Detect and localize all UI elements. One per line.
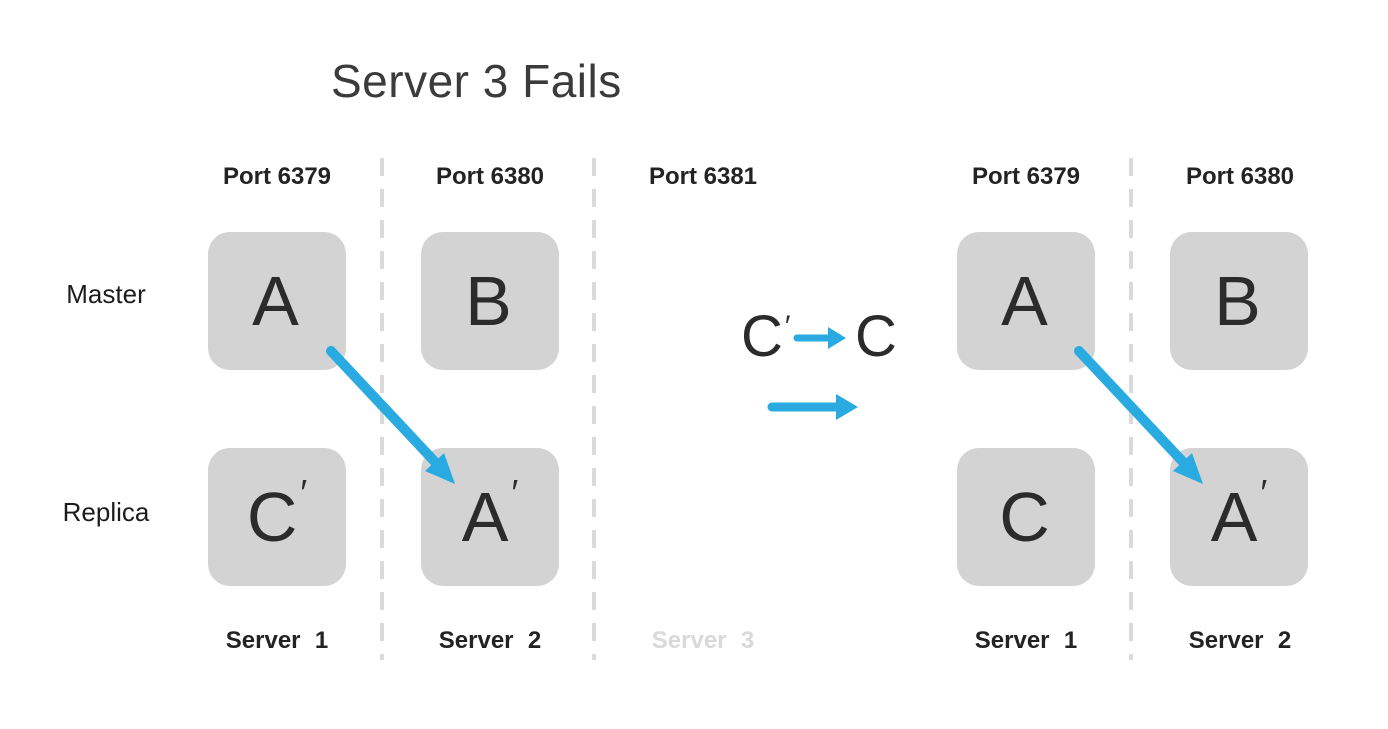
port-label-right-1: Port 6379 <box>971 163 1081 190</box>
state-transition-arrow-icon <box>767 394 858 420</box>
shard-box-right-master-b: B <box>1170 232 1308 370</box>
port-label-left-3: Port 6381 <box>648 163 758 190</box>
shard-box-left-master-a: A <box>208 232 346 370</box>
transition-from-prime: ′ <box>784 310 791 343</box>
diagram-title: Server 3 Fails <box>331 55 622 107</box>
transition-from-letter: C <box>741 304 783 369</box>
shard-letter: A <box>1001 262 1048 340</box>
row-label-master: Master <box>66 279 146 309</box>
shard-prime: ′ <box>300 472 308 513</box>
server-label-right-1: Server 1 <box>974 627 1078 654</box>
promotion-arrow-icon <box>793 327 846 349</box>
column-divider <box>592 158 596 660</box>
shard-prime: ′ <box>511 472 519 513</box>
server-label-left-2: Server 2 <box>438 627 542 654</box>
row-label-replica: Replica <box>62 497 150 527</box>
shard-box-left-master-b: B <box>421 232 559 370</box>
server-label-right-2: Server 2 <box>1188 627 1292 654</box>
shard-letter: A <box>252 262 299 340</box>
shard-letter: B <box>1214 262 1261 340</box>
shard-box-right-replica-a: A′ <box>1170 448 1308 586</box>
port-label-left-1: Port 6379 <box>222 163 332 190</box>
column-divider <box>380 158 384 660</box>
shard-letter: A <box>461 478 509 556</box>
shard-letter: A <box>1210 478 1258 556</box>
shard-box-right-master-a: A <box>957 232 1095 370</box>
server-label-left-1: Server 1 <box>225 627 329 654</box>
shard-prime: ′ <box>1260 472 1268 513</box>
shard-box-left-replica-c: C′ <box>208 448 346 586</box>
port-label-right-2: Port 6380 <box>1185 163 1295 190</box>
column-divider <box>1129 158 1133 660</box>
shard-box-left-replica-a: A′ <box>421 448 559 586</box>
shard-letter: B <box>465 262 512 340</box>
transition-from-label: C′ <box>741 308 791 366</box>
shard-letter: C <box>246 478 298 556</box>
transition-to-letter: C <box>855 304 897 369</box>
transition-to-label: C <box>855 308 897 366</box>
port-label-left-2: Port 6380 <box>435 163 545 190</box>
shard-box-right-replica-c: C <box>957 448 1095 586</box>
shard-letter: C <box>999 478 1050 556</box>
server-label-left-3-failed: Server 3 <box>651 627 755 654</box>
